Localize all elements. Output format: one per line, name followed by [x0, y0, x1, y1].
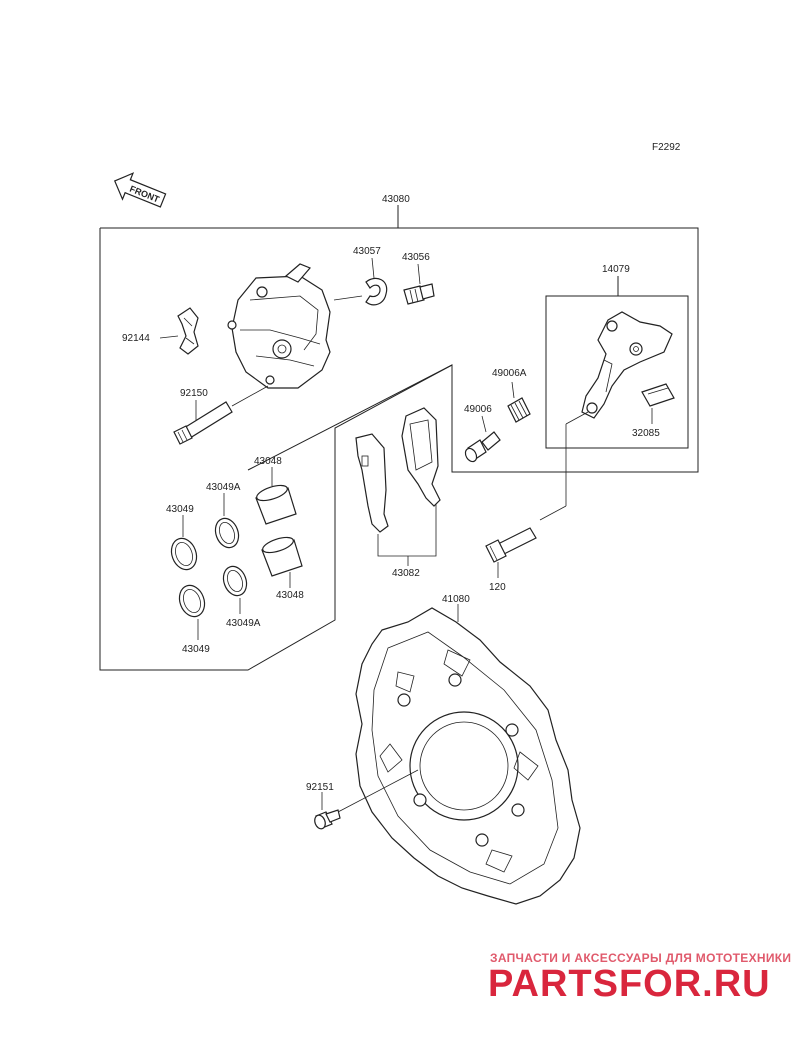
front-arrow-icon: FRONT: [113, 172, 167, 208]
part-92151-bolt: [314, 809, 341, 830]
part-41080-disc: [355, 607, 581, 905]
label-43048-bottom: 43048: [276, 590, 304, 601]
part-43056-bleeder: [403, 283, 435, 305]
part-32085-holder: [641, 383, 675, 407]
part-43049-seal-lower: [178, 584, 206, 618]
label-49006A: 49006A: [492, 368, 527, 379]
part-43049-seal-upper: [170, 537, 198, 571]
label-43057: 43057: [353, 246, 381, 257]
bracket-14079-box: [545, 276, 689, 449]
caliper-body: [227, 263, 331, 389]
part-92150-pin: [173, 401, 233, 445]
part-43049A-seal-lower: [222, 565, 248, 597]
part-43048-piston-upper: [255, 484, 297, 525]
label-49006: 49006: [464, 404, 492, 415]
label-43049A-top: 43049A: [206, 482, 241, 493]
watermark-logo: PARTSFOR.RU: [488, 963, 771, 1005]
diagram-code: F2292: [652, 142, 681, 153]
label-43048-top: 43048: [254, 456, 282, 467]
label-92150: 92150: [180, 388, 208, 399]
watermark-tagline: ЗАПЧАСТИ И АКСЕССУАРЫ ДЛЯ МОТОТЕХНИКИ: [490, 951, 791, 965]
label-43082: 43082: [392, 568, 420, 579]
label-43049-bottom: 43049: [182, 644, 210, 655]
part-49006-bolt: [464, 431, 501, 463]
label-41080: 41080: [442, 594, 470, 605]
label-92151: 92151: [306, 782, 334, 793]
label-43049-top: 43049: [166, 504, 194, 515]
label-92144: 92144: [122, 333, 150, 344]
assembly-43080-outline: [99, 205, 699, 671]
part-92144-spring: [177, 307, 199, 355]
label-43049A-bottom: 43049A: [226, 618, 261, 629]
part-43057-clip: [365, 277, 388, 306]
label-14079: 14079: [602, 264, 630, 275]
part-43049A-seal-upper: [214, 517, 240, 549]
part-120-bolt: [485, 527, 537, 563]
label-32085: 32085: [632, 428, 660, 439]
part-43048-piston-lower: [261, 536, 303, 577]
part-43082-pad-right: [401, 407, 441, 507]
part-43082-pad-left: [355, 433, 389, 533]
label-43056: 43056: [402, 252, 430, 263]
part-49006A-boot: [507, 397, 531, 423]
label-120: 120: [489, 582, 506, 593]
part-14079-bracket: [581, 311, 673, 419]
label-43080: 43080: [382, 194, 410, 205]
